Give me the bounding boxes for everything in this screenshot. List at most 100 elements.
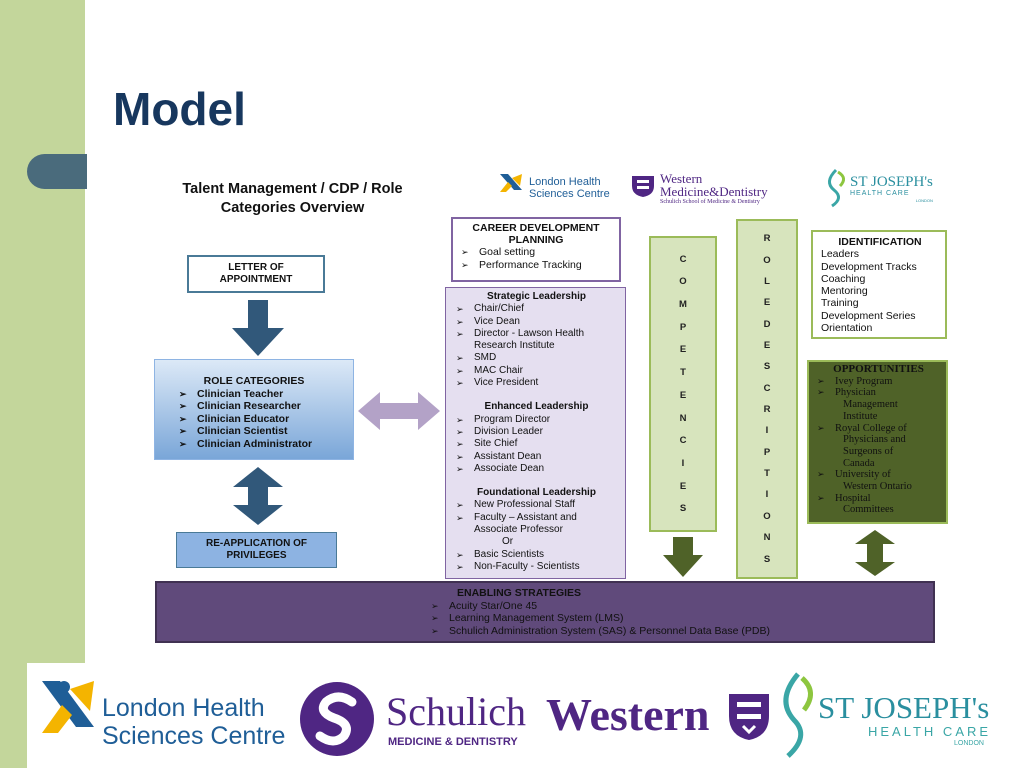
list-item: Coaching <box>821 272 866 285</box>
bullet-arrow-icon: ➢ <box>817 469 825 480</box>
list-item: Clinician Educator <box>175 413 347 426</box>
competencies-letter: T <box>680 367 686 379</box>
foundational-list-2: Basic Scientists Non-Faculty - Scientist… <box>452 549 621 574</box>
list-item: Clinician Researcher <box>175 400 347 413</box>
enhanced-leadership-title: Enhanced Leadership <box>484 401 589 413</box>
career-title-line1: CAREER DEVELOPMENT <box>472 222 600 234</box>
stjoseph-bottom-leaf-icon <box>783 672 813 758</box>
role-descriptions-letter: E <box>763 340 771 352</box>
list-item: MAC Chair <box>452 365 621 378</box>
identification-title: IDENTIFICATION <box>838 236 922 248</box>
enabling-title: ENABLING STRATEGIES <box>457 587 582 599</box>
role-descriptions-letter: S <box>763 553 771 565</box>
letter-line1: LETTER OF <box>228 262 284 273</box>
lhsc-top-line1: London Health <box>529 176 601 188</box>
western-top-line2: Medicine&Dentistry <box>660 184 768 199</box>
list-item: Site Chief <box>452 438 621 451</box>
role-descriptions-letter: P <box>763 446 771 458</box>
list-item: Clinician Teacher <box>175 388 347 401</box>
strategic-list-2: SMD MAC Chair Vice President <box>452 352 621 389</box>
list-item: ➢ Royal College of <box>815 423 942 435</box>
western-top-line1: Western <box>660 171 703 186</box>
western-crest-bottom-icon <box>729 694 769 740</box>
list-item: Faculty – Assistant and <box>452 512 621 525</box>
stjoseph-logo-bottom: ST JOSEPH's HEALTH CARE LONDON <box>772 670 992 762</box>
strategic-leadership-title: Strategic Leadership <box>487 291 586 302</box>
competencies-letter: E <box>679 389 687 401</box>
schulich-logo: Schulich MEDICINE & DENTISTRY <box>298 680 538 760</box>
role-descriptions-letter: R <box>763 404 771 416</box>
stjoseph-top-loc: LONDON <box>915 198 933 203</box>
list-item: Development Tracks <box>821 260 917 273</box>
role-descriptions-letter: O <box>763 510 771 522</box>
list-item: Management <box>843 399 898 411</box>
foundational-list: New Professional Staff Faculty – Assista… <box>452 499 621 524</box>
role-descriptions-letter: T <box>764 468 770 480</box>
sidebar-tab <box>27 154 87 189</box>
lhsc-bottom-line1: London Health <box>102 694 265 722</box>
foundational-continuation-2: Or <box>502 536 514 548</box>
list-item: Western Ontario <box>843 481 912 493</box>
career-list: Goal setting Performance Tracking <box>457 246 615 271</box>
list-item: Vice President <box>452 377 621 390</box>
role-descriptions-letter: D <box>763 318 771 330</box>
competencies-letter: C <box>679 435 687 447</box>
enhanced-list: Program Director Division Leader Site Ch… <box>452 414 621 476</box>
career-title-line2: PLANNING <box>508 234 564 246</box>
lhsc-bottom-line2: Sciences Centre <box>102 722 286 750</box>
competencies-letter: M <box>679 299 687 311</box>
competencies-letter: N <box>679 412 687 424</box>
role-categories-box: ROLE CATEGORIES Clinician Teacher Clinic… <box>154 359 354 460</box>
foundational-leadership-title: Foundational Leadership <box>477 487 596 499</box>
leadership-box: Strategic Leadership Chair/Chief Vice De… <box>445 287 626 579</box>
bullet-arrow-icon: ➢ <box>817 422 825 433</box>
list-item: Acuity Star/One 45 <box>427 600 933 613</box>
list-item: Training <box>821 297 859 310</box>
list-item: Basic Scientists <box>452 549 621 562</box>
stjoseph-top-main: ST JOSEPH's <box>850 174 933 190</box>
bullet-arrow-icon: ➢ <box>817 492 825 503</box>
list-item: Clinician Scientist <box>175 425 347 438</box>
career-development-box: CAREER DEVELOPMENT PLANNING Goal setting… <box>451 217 621 282</box>
slide-sidebar <box>0 0 85 768</box>
role-descriptions-letter: E <box>763 297 771 309</box>
reapplication-box: RE-APPLICATION OF PRIVILEGES <box>176 532 337 568</box>
identification-box: IDENTIFICATION Leaders Development Track… <box>811 230 947 339</box>
list-item-text: Ivey Program <box>835 375 893 387</box>
list-item: Surgeons of <box>843 445 894 457</box>
list-item: Assistant Dean <box>452 451 621 464</box>
list-item: Chair/Chief <box>452 303 621 316</box>
list-item: Director - Lawson Health <box>452 328 621 341</box>
role-descriptions-letter: I <box>765 425 769 437</box>
role-descriptions-letter: C <box>763 382 771 394</box>
list-item: Clinician Administrator <box>175 438 347 451</box>
strategic-list: Chair/Chief Vice Dean Director - Lawson … <box>452 303 621 340</box>
list-item: Schulich Administration System (SAS) & P… <box>427 625 933 638</box>
list-item: New Professional Staff <box>452 499 621 512</box>
opportunities-up-down-arrow-icon <box>855 530 895 576</box>
letter-line2: APPOINTMENT <box>219 274 293 285</box>
reapp-line2: PRIVILEGES <box>226 550 287 561</box>
list-item: ➢Ivey Program <box>815 376 942 388</box>
list-item: SMD <box>452 352 621 365</box>
competencies-letter: O <box>679 276 687 288</box>
list-item-text: Physician <box>835 387 876 399</box>
competencies-letter: I <box>681 457 685 469</box>
stjoseph-bottom-sub: HEALTH CARE <box>868 724 992 739</box>
stjoseph-leaf-icon <box>828 168 845 208</box>
enabling-strategies-bar: ENABLING STRATEGIES Acuity Star/One 45 L… <box>155 581 935 643</box>
list-item-text: Royal College of <box>835 422 907 434</box>
list-item: Institute <box>843 410 878 422</box>
stjoseph-bottom-loc: LONDON <box>954 740 984 747</box>
opportunities-title: OPPORTUNITIES <box>833 363 924 375</box>
list-item: Non-Faculty - Scientists <box>452 561 621 574</box>
list-item: Goal setting <box>457 246 615 259</box>
foundational-continuation-1: Associate Professor <box>474 524 563 536</box>
role-descriptions-letter: N <box>763 532 771 544</box>
reapp-line1: RE-APPLICATION OF <box>206 538 307 549</box>
list-item-text: University of <box>835 469 891 481</box>
role-descriptions-column: R O L E D E S C R I P T I O N S <box>736 219 798 579</box>
role-descriptions-letter: L <box>764 276 770 288</box>
